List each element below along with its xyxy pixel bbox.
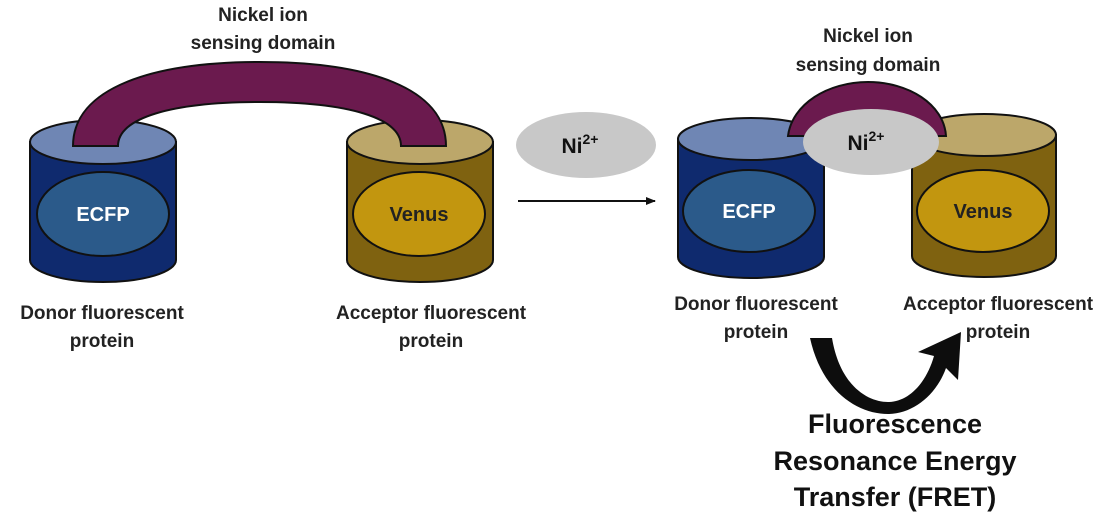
right-acceptor-caption-line2: protein [966,322,1030,343]
right-domain-label-line2: sensing domain [796,55,941,76]
right-ecfp-ellipse [682,169,816,253]
left-domain-label-line1: Nickel ion [218,5,308,26]
right-domain-label-line1: Nickel ion [823,26,913,47]
left-sensing-domain-arch [71,60,448,147]
left-acceptor-cylinder: Venus [346,119,494,283]
left-ecfp-ellipse [36,171,170,257]
free-ion-symbol: Ni [562,135,583,158]
svg-text:Ni2+: Ni2+ [562,131,599,158]
right-donor-caption-line2: protein [724,322,788,343]
right-acceptor-cylinder: Venus [911,113,1057,278]
right-venus-label: Venus [954,201,1013,223]
right-donor-cylinder: ECFP [677,117,825,279]
fret-label-line2: Resonance Energy [773,446,1016,476]
fret-label-line3: Transfer (FRET) [794,482,997,512]
svg-text:Ni2+: Ni2+ [848,128,885,155]
right-ecfp-label: ECFP [722,201,775,223]
left-acceptor-caption-line2: protein [399,331,463,352]
fret-energy-transfer-arrow [810,332,961,414]
right-acceptor-caption-line1: Acceptor fluorescent [903,294,1094,315]
left-donor-caption-line2: protein [70,331,134,352]
right-venus-ellipse [916,169,1050,253]
left-venus-label: Venus [390,204,449,226]
bound-ion-charge: 2+ [869,128,885,144]
left-donor-caption-line1: Donor fluorescent [20,303,184,324]
bound-nickel-ion: Ni2+ [803,109,939,175]
free-nickel-ion: Ni2+ [516,112,656,178]
right-donor-caption-line1: Donor fluorescent [674,294,838,315]
left-venus-ellipse [352,171,486,257]
free-ion-charge: 2+ [583,131,599,147]
fret-label-line1: Fluorescence [808,409,982,439]
left-acceptor-caption-line1: Acceptor fluorescent [336,303,527,324]
left-ecfp-label: ECFP [76,204,129,226]
left-state: ECFP Venus Nickel ion sensing domain Don… [20,5,527,352]
bound-ion-symbol: Ni [848,132,869,155]
right-state: Venus ECFP Ni2+ Nickel ion sensing domai… [674,26,1094,512]
left-domain-label-line2: sensing domain [191,33,336,54]
